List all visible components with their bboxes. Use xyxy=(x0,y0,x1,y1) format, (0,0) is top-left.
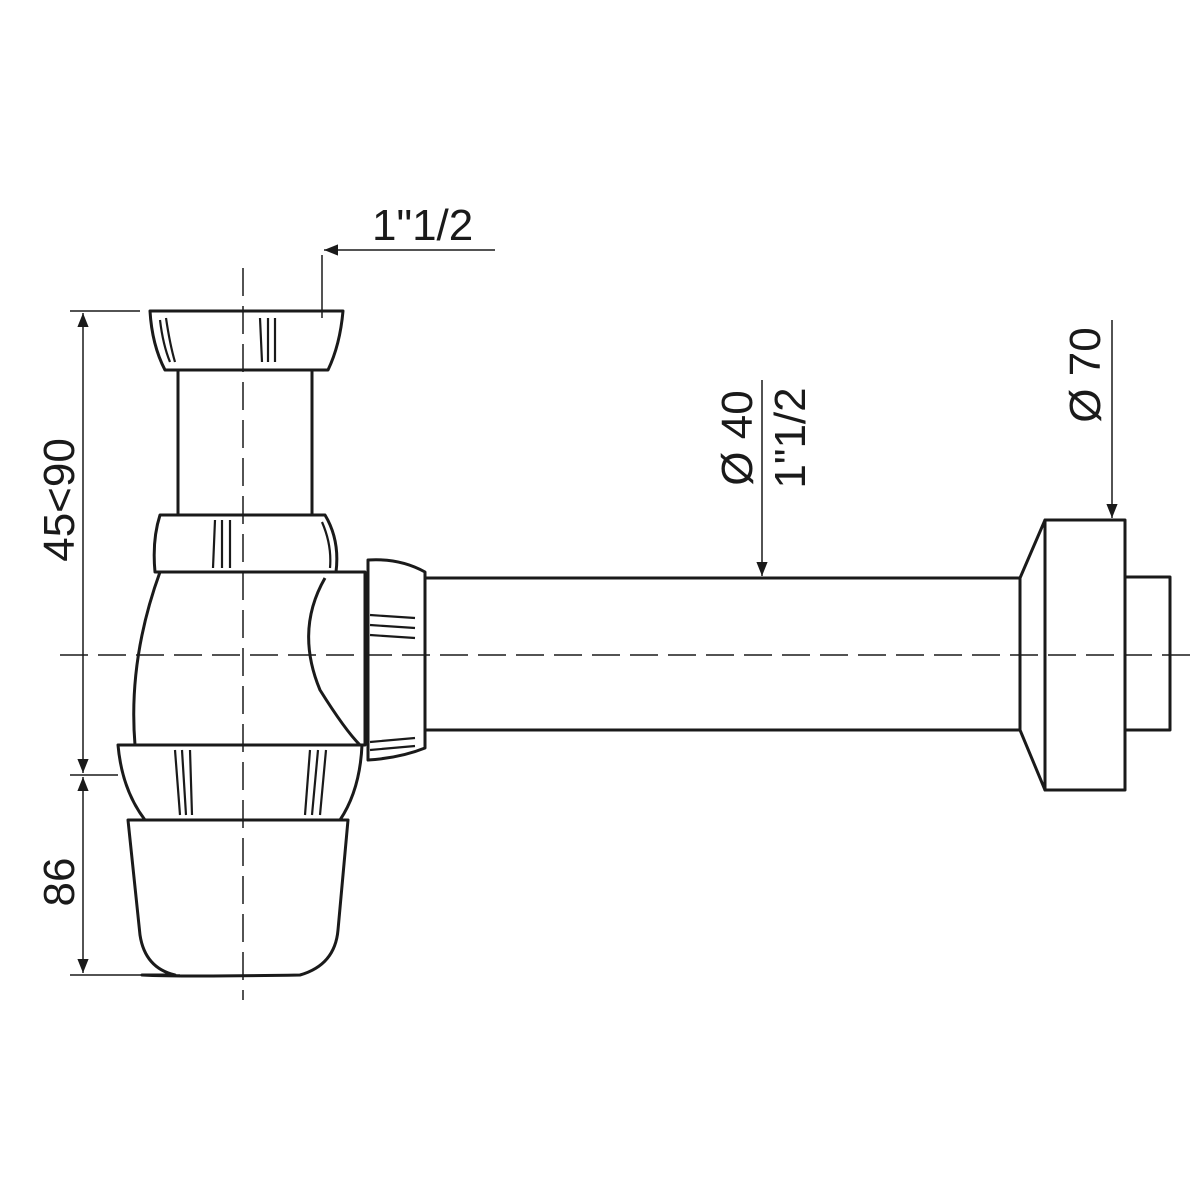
pipe-diameter-label: Ø 40 xyxy=(713,390,762,485)
horizontal-pipe xyxy=(418,576,1024,732)
height-dimensions xyxy=(70,310,180,976)
height-adjust-label: 45<90 xyxy=(35,438,84,562)
rosette-diameter-label: Ø 70 xyxy=(1061,327,1110,422)
pipe-thread-label: 1"1/2 xyxy=(766,387,815,488)
trap-body xyxy=(116,309,427,978)
inlet-dimension xyxy=(321,244,495,318)
inlet-thread-label: 1"1/2 xyxy=(372,201,473,250)
bottom-height-label: 86 xyxy=(35,858,84,907)
